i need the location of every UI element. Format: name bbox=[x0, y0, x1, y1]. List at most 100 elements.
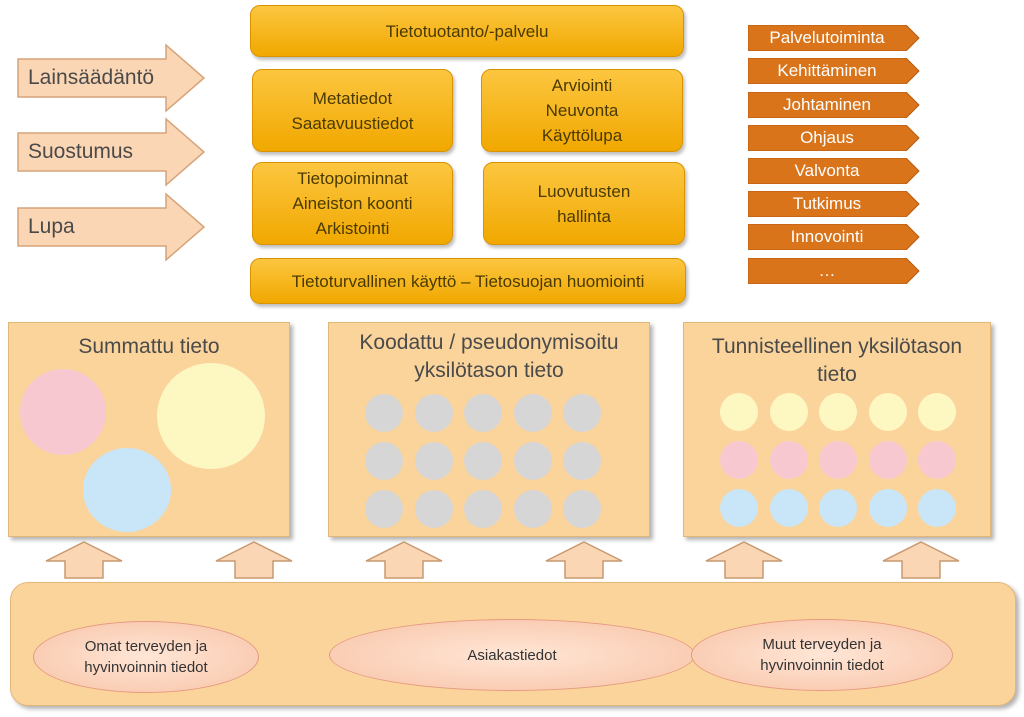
right-arrow-icon bbox=[17, 192, 206, 262]
client-data-label: Asiakastiedot bbox=[467, 646, 557, 664]
arrow-legislation: Lainsäädäntö bbox=[16, 43, 206, 113]
tag-steering: Ohjaus bbox=[748, 125, 920, 151]
tag-label: Valvonta bbox=[794, 161, 860, 180]
gray-circle bbox=[414, 442, 453, 480]
metadata-line: Metatiedot bbox=[312, 88, 393, 108]
aggregated-title: Summattu tieto bbox=[78, 335, 220, 358]
gray-circle bbox=[464, 442, 502, 480]
tag-arrow-icon bbox=[748, 125, 920, 151]
availability-line: Saatavuustiedot bbox=[291, 113, 414, 133]
pink-circle bbox=[819, 441, 857, 479]
own-data-line-1: Omat terveyden ja bbox=[84, 638, 208, 655]
tag-arrow-icon bbox=[748, 58, 920, 84]
yellow-circle bbox=[157, 363, 265, 469]
service-title: Tietotuotanto/-palvelu bbox=[385, 21, 549, 41]
own-data-line-2: hyvinvoinnin tiedot bbox=[84, 659, 208, 676]
pink-circle bbox=[918, 441, 956, 479]
metadata-box: Metatiedot Saatavuustiedot bbox=[252, 69, 453, 152]
gray-circle bbox=[365, 442, 403, 480]
tag-arrow-icon bbox=[748, 25, 920, 51]
yellow-circle bbox=[868, 393, 907, 431]
blue-circle bbox=[868, 489, 907, 527]
tag-label: Innovointi bbox=[790, 227, 864, 246]
up-arrow-icon bbox=[882, 541, 960, 579]
gray-circle bbox=[513, 394, 552, 432]
tag-arrow-icon bbox=[748, 224, 920, 250]
legislation-label: Lainsäädäntö bbox=[28, 66, 155, 89]
gray-circle bbox=[513, 490, 552, 528]
pink-circle bbox=[868, 441, 907, 479]
pink-circle bbox=[720, 441, 758, 479]
other-data-ellipse: Muut terveyden ja hyvinvoinnin tiedot bbox=[691, 619, 953, 691]
usage-permit-line: Käyttölupa bbox=[541, 126, 623, 145]
gray-circle bbox=[464, 490, 502, 528]
gray-circle bbox=[464, 394, 502, 432]
gray-circle bbox=[563, 442, 601, 480]
tag-label: Ohjaus bbox=[800, 128, 854, 147]
tag-label: Kehittäminen bbox=[777, 61, 877, 80]
tag-management: Johtaminen bbox=[748, 92, 920, 118]
pink-circle bbox=[20, 369, 106, 455]
up-arrow-icon bbox=[365, 541, 443, 579]
blue-circle bbox=[83, 448, 171, 532]
archiving-line: Arkistointi bbox=[315, 219, 390, 238]
gray-circle bbox=[513, 442, 552, 480]
gray-circle bbox=[414, 394, 453, 432]
yellow-circle bbox=[819, 393, 857, 431]
disclosure-box: Luovutusten hallinta bbox=[483, 162, 685, 245]
tag-label: Palvelutoiminta bbox=[769, 28, 885, 47]
extraction-box: Tietopoiminnat Aineiston koonti Arkistoi… bbox=[252, 162, 453, 245]
gray-circle bbox=[414, 490, 453, 528]
identifiable-title-line-2: tieto bbox=[817, 363, 857, 386]
assessment-line: Arviointi bbox=[551, 76, 613, 95]
tag-label: … bbox=[818, 261, 836, 280]
compilation-line: Aineiston koonti bbox=[292, 194, 413, 213]
up-arrow-icon bbox=[215, 541, 293, 579]
gray-circle bbox=[365, 490, 403, 528]
own-data-ellipse: Omat terveyden ja hyvinvoinnin tiedot bbox=[33, 621, 259, 693]
tag-development: Kehittäminen bbox=[748, 58, 920, 84]
blue-circle bbox=[918, 489, 956, 527]
tag-arrow-icon bbox=[748, 158, 920, 184]
up-arrow-icon bbox=[705, 541, 783, 579]
arrow-permit: Lupa bbox=[16, 192, 206, 262]
arrow-consent: Suostumus bbox=[16, 117, 206, 187]
tag-more: … bbox=[748, 258, 920, 284]
yellow-circle bbox=[720, 393, 758, 431]
aggregated-data-panel: Summattu tieto bbox=[8, 322, 290, 537]
tag-service-operations: Palvelutoiminta bbox=[748, 25, 920, 51]
yellow-circle bbox=[769, 393, 808, 431]
client-data-ellipse: Asiakastiedot bbox=[329, 619, 695, 691]
other-data-line-1: Muut terveyden ja bbox=[762, 636, 882, 653]
disclosure-line-1: Luovutusten bbox=[537, 181, 631, 201]
permit-label: Lupa bbox=[28, 215, 75, 238]
tag-supervision: Valvonta bbox=[748, 158, 920, 184]
identifiable-data-panel: Tunnisteellinen yksilötason tieto bbox=[683, 322, 991, 537]
pink-circle bbox=[769, 441, 808, 479]
up-arrow-icon bbox=[45, 541, 123, 579]
tag-innovation: Innovointi bbox=[748, 224, 920, 250]
disclosure-line-2: hallinta bbox=[557, 206, 611, 226]
gray-circle bbox=[563, 490, 601, 528]
blue-circle bbox=[769, 489, 808, 527]
right-arrow-icon bbox=[17, 117, 206, 187]
secure-use-label: Tietoturvallinen käyttö – Tietosuojan hu… bbox=[291, 271, 645, 291]
tag-research: Tutkimus bbox=[748, 191, 920, 217]
blue-circle bbox=[819, 489, 857, 527]
coded-title-line-2: yksilötason tieto bbox=[414, 359, 564, 382]
other-data-line-2: hyvinvoinnin tiedot bbox=[760, 657, 884, 674]
extraction-line: Tietopoiminnat bbox=[297, 169, 408, 188]
coded-title-line-1: Koodattu / pseudonymisoitu bbox=[359, 331, 619, 354]
advisory-box: Arviointi Neuvonta Käyttölupa bbox=[481, 69, 683, 152]
gray-circle bbox=[563, 394, 601, 432]
tag-label: Johtaminen bbox=[783, 95, 871, 114]
service-title-box: Tietotuotanto/-palvelu bbox=[250, 5, 684, 57]
right-arrow-icon bbox=[17, 43, 206, 113]
tag-arrow-icon bbox=[748, 92, 920, 118]
tag-arrow-icon bbox=[748, 258, 920, 284]
tag-label: Tutkimus bbox=[792, 194, 862, 213]
data-sources-bar: Omat terveyden ja hyvinvoinnin tiedot As… bbox=[10, 582, 1016, 706]
tag-arrow-icon bbox=[748, 191, 920, 217]
identifiable-title-line-1: Tunnisteellinen yksilötason bbox=[711, 335, 963, 358]
consent-label: Suostumus bbox=[28, 140, 134, 163]
